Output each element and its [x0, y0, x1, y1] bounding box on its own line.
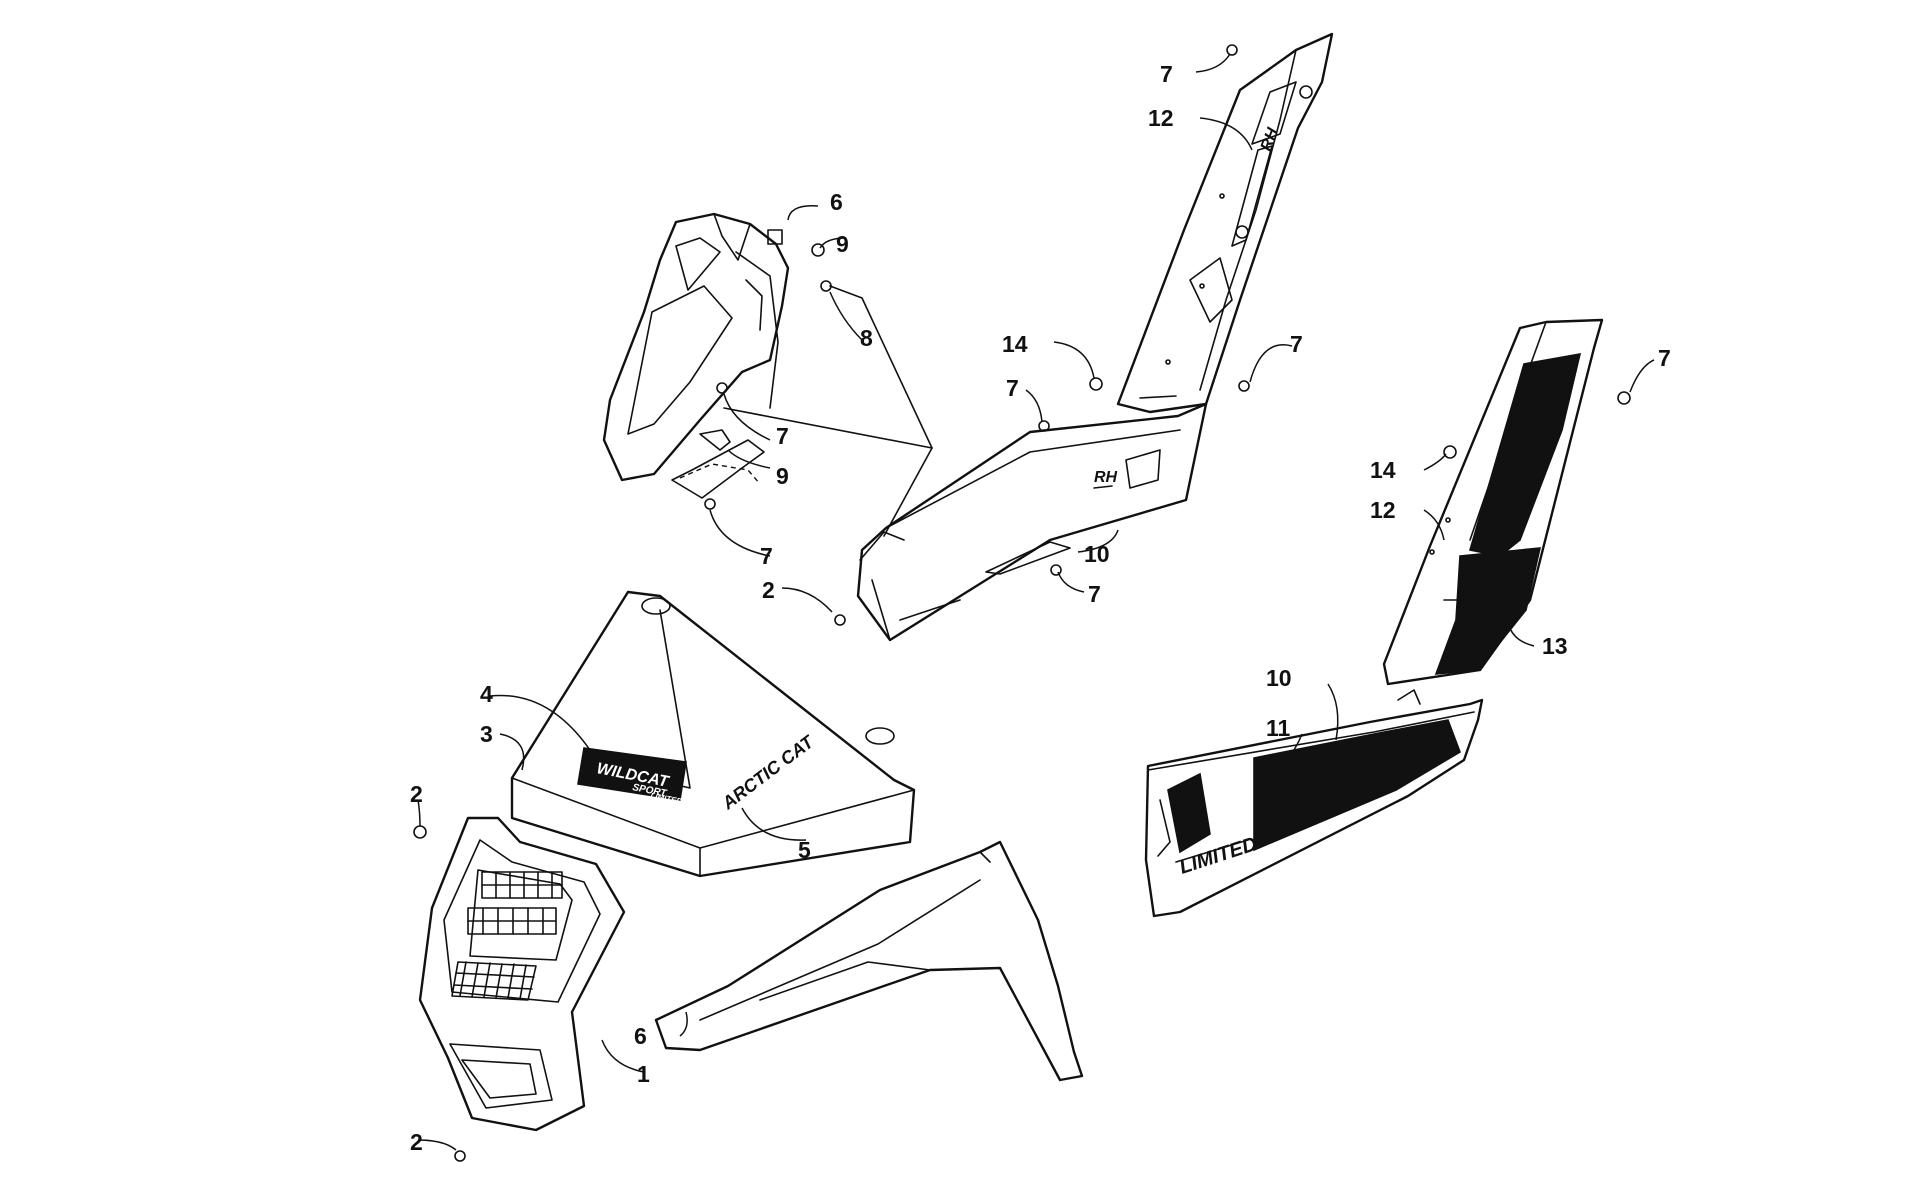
- screw-7a: [716, 382, 728, 394]
- callout-7-g: 7: [1658, 345, 1671, 371]
- callout-8: 8: [860, 325, 873, 351]
- callout-2-upper: 2: [410, 781, 423, 807]
- callout-4: 4: [480, 681, 493, 707]
- upright-decal-part-13: [1382, 318, 1604, 686]
- callout-10-lower: 10: [1266, 665, 1292, 691]
- callout-2-lower: 2: [410, 1129, 423, 1155]
- fastener-group: [413, 44, 1631, 1162]
- leader-lines: [417, 53, 1655, 1151]
- callout-14-upper: 14: [1002, 331, 1028, 357]
- nut-9a: [811, 243, 825, 257]
- callout-13: 13: [1542, 633, 1568, 659]
- wildcat-decal: WILDCAT SPORT LIMITED: [577, 747, 687, 806]
- callout-9-upper: 9: [836, 231, 849, 257]
- callout-6-upper: 6: [830, 189, 843, 215]
- screw-7e: [1038, 420, 1050, 432]
- upper-fender-part-6: [602, 212, 790, 499]
- callout-6-lower: 6: [634, 1023, 647, 1049]
- callout-5: 5: [798, 837, 811, 863]
- callout-11: 11: [1266, 715, 1291, 741]
- upright-panel-part-12: RH: [1116, 32, 1334, 414]
- screw-7d: [1238, 380, 1250, 392]
- front-grille-part-1: [418, 816, 626, 1132]
- front-fender-part-6: [654, 840, 1084, 1082]
- callout-3: 3: [480, 721, 493, 747]
- lower-side-panel-part-10: LIMITED: [1144, 689, 1484, 918]
- callout-7-f: 7: [1088, 581, 1101, 607]
- bracket-9b: [699, 429, 731, 451]
- screw-7f: [1050, 564, 1062, 576]
- screw-2a: [413, 825, 427, 839]
- callout-1: 1: [637, 1061, 650, 1087]
- screw-2b: [454, 1150, 466, 1162]
- callout-9-lower: 9: [776, 463, 789, 489]
- callout-10-upper: 10: [1084, 541, 1110, 567]
- callout-7-d: 7: [1290, 331, 1303, 357]
- washer-14a: [1089, 377, 1103, 391]
- hood-part-3: WILDCAT SPORT LIMITED ARCTIC CAT: [510, 590, 916, 878]
- callout-2-panel: 2: [762, 577, 775, 603]
- callout-7-c: 7: [1160, 61, 1173, 87]
- side-panel-part-10: RH: [856, 402, 1208, 642]
- callout-labels: 1 2 2 2 3 4 5 6 6 7 7 7 7 7 7 7 7 8 9 9 …: [410, 61, 1671, 1155]
- callout-12-lower: 12: [1370, 497, 1396, 523]
- screw-7c: [1226, 44, 1238, 56]
- callout-14-lower: 14: [1370, 457, 1396, 483]
- callout-7-a: 7: [776, 423, 789, 449]
- washer-14b: [1443, 445, 1457, 459]
- callout-12-upper: 12: [1148, 105, 1174, 131]
- panel-rh-marking: RH: [1094, 469, 1118, 486]
- callout-7-b: 7: [760, 543, 773, 569]
- screw-7g: [1617, 391, 1631, 405]
- grille-mesh: [451, 871, 563, 1001]
- screw-2c: [834, 614, 846, 626]
- callout-7-e: 7: [1006, 375, 1019, 401]
- screw-7b: [704, 498, 716, 510]
